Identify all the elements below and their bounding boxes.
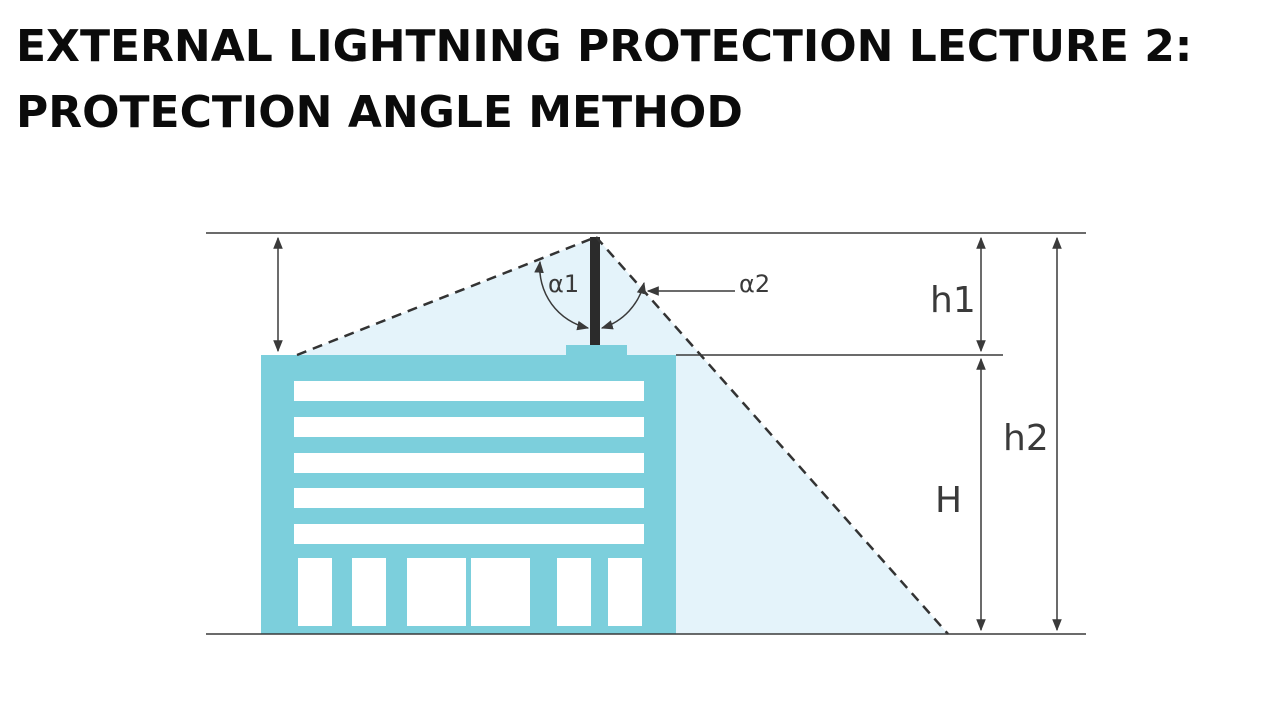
protection-zone [297,237,948,634]
window-strip [294,417,644,437]
page-title-line-2: PROTECTION ANGLE METHOD [16,87,743,138]
roof-base [566,345,627,357]
window-strip [294,488,644,508]
ground-window [557,558,591,626]
window-strip [294,524,644,544]
alpha2-label: α2 [739,270,770,298]
protection-boundary-right [595,236,949,635]
ground-window [352,558,386,626]
ground-window [407,558,466,626]
ground-floor-windows [298,558,642,626]
window-strips [294,381,644,544]
h1-label: h1 [930,280,976,321]
ground-window [298,558,332,626]
ground-window [608,558,642,626]
angle-arc-alpha1 [534,260,590,331]
ground-window [471,558,530,626]
window-strip [294,381,644,401]
h2-label: h2 [1003,418,1049,459]
angle-arc-alpha2 [600,281,647,330]
lightning-rod [590,237,600,345]
H-label: H [935,480,962,521]
window-strip [294,453,644,473]
protection-boundary-left [296,235,597,357]
page-title-line-1: EXTERNAL LIGHTNING PROTECTION LECTURE 2: [16,21,1193,72]
page-title: EXTERNAL LIGHTNING PROTECTION LECTURE 2:… [16,14,1192,146]
alpha1-label: α1 [548,270,579,298]
